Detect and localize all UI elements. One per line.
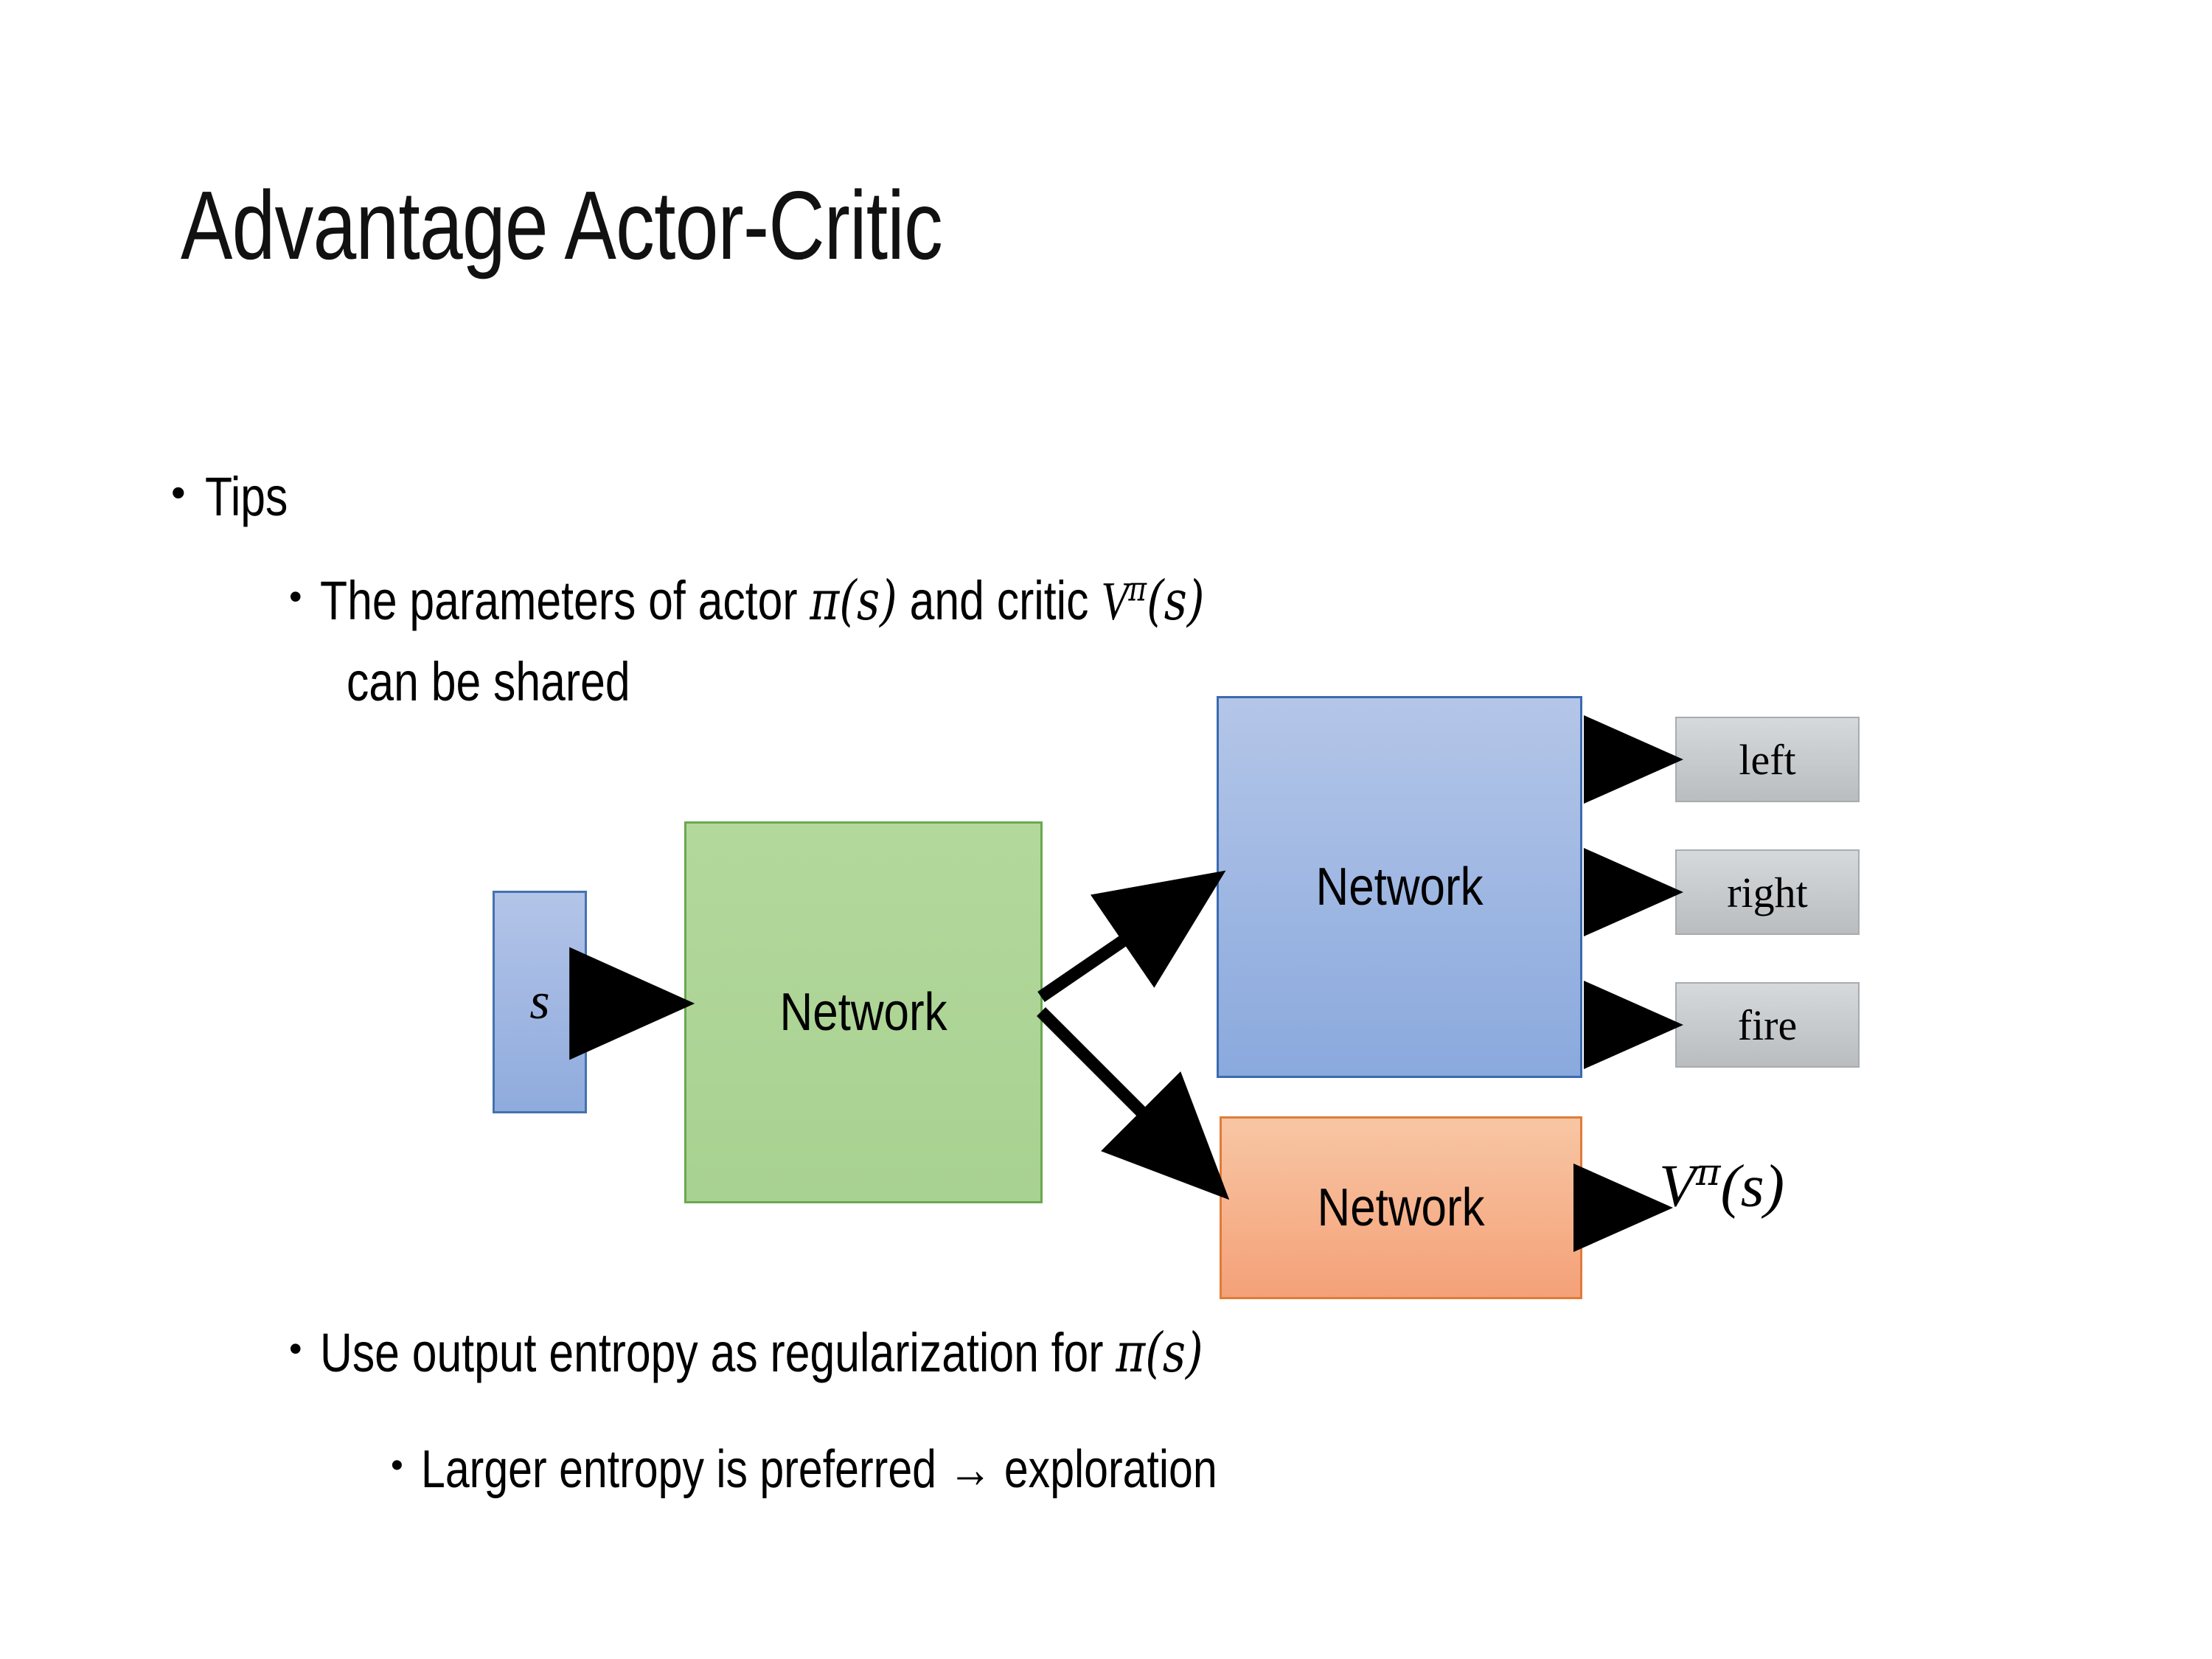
action-label-fire: fire	[1737, 1001, 1798, 1049]
arrow-shared-to-critic	[1036, 1006, 1230, 1200]
bullet-tips: • Tips	[171, 466, 306, 528]
bullet-entropy-text: Use output entropy as regularization for	[319, 1322, 1116, 1383]
bullet-text-prefix: The parameters of actor	[319, 570, 810, 631]
bullet-shared-params: • The parameters of actor π(s) and criti…	[289, 569, 1398, 634]
page-title: Advantage Actor-Critic	[181, 171, 943, 279]
shared-network-label: Network	[779, 983, 947, 1042]
math-v-superscript-pi: π	[1127, 568, 1147, 609]
critic-network-box: Network	[1220, 1116, 1582, 1299]
actor-network-label: Network	[1315, 858, 1484, 917]
bullet-shared-params-line2: can be shared	[347, 650, 692, 714]
bullet-entropy-regularization: • Use output entropy as regularization f…	[289, 1321, 1397, 1385]
value-output-superscript-pi: π	[1696, 1150, 1721, 1194]
bullet-entropy-line: Use output entropy as regularization for…	[320, 1321, 1203, 1385]
value-output-label: Vπ(s)	[1659, 1150, 1784, 1220]
shared-network-box: Network	[684, 821, 1043, 1203]
bullet-larger-entropy: • Larger entropy is preferred → explorat…	[391, 1439, 1391, 1501]
input-state-label: s	[529, 973, 550, 1030]
bullet-shared-params-line1: The parameters of actor π(s) and critic …	[320, 569, 1205, 634]
bullet-marker-icon: •	[289, 1328, 302, 1369]
bullet-text-mid: and critic	[897, 570, 1101, 631]
bullet-larger-entropy-label: Larger entropy is preferred → exploratio…	[420, 1440, 1217, 1499]
bullet-shared-params-line2-label: can be shared	[347, 651, 630, 712]
bullet-tips-label: Tips	[204, 466, 288, 527]
math-pi-of-s: π(s)	[809, 569, 897, 633]
actor-network-box: Network	[1217, 696, 1582, 1078]
bullet-marker-icon: •	[289, 576, 302, 617]
input-state-box: s	[493, 891, 587, 1113]
action-label-left: left	[1739, 735, 1796, 784]
math-v-argument: (s)	[1146, 569, 1205, 633]
value-output-argument: (s)	[1720, 1152, 1785, 1220]
critic-network-label: Network	[1317, 1178, 1485, 1237]
bullet-marker-icon: •	[171, 469, 186, 515]
action-box-fire: fire	[1675, 982, 1860, 1068]
bullet-marker-icon: •	[391, 1446, 403, 1485]
action-box-right: right	[1675, 849, 1860, 935]
action-box-left: left	[1675, 717, 1860, 802]
math-pi-of-s: π(s)	[1115, 1321, 1203, 1385]
arrow-shared-to-actor	[1037, 870, 1226, 1003]
value-output-base: V	[1659, 1152, 1697, 1220]
math-v-base: V	[1100, 571, 1128, 632]
action-label-right: right	[1727, 868, 1808, 917]
